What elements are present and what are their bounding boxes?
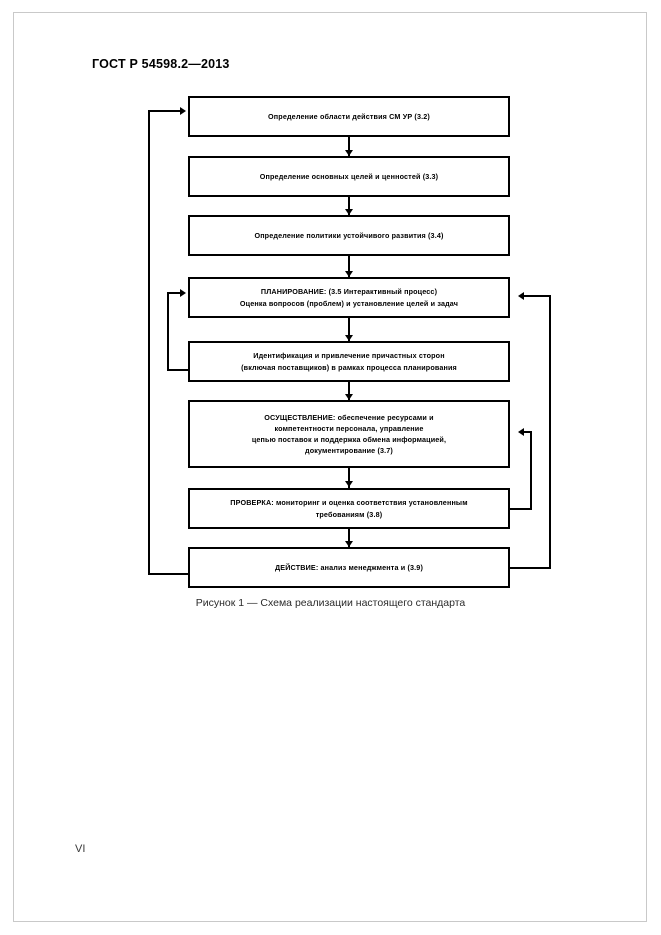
feedback-outer-left-bottom-segment (148, 573, 190, 576)
arrowhead-scope-to-goals (344, 150, 353, 156)
feedback-outer-right-vertical-segment (548, 295, 551, 569)
flow-node-scope-line-1: Определение области действия СМ УР (3.2) (268, 111, 430, 121)
flow-node-stakeholders-line-1: Идентификация и привлечение причастных с… (253, 351, 445, 361)
arrowhead-feedback-to-planning-left (180, 289, 186, 297)
flow-node-planning[interactable]: ПЛАНИРОВАНИЕ: (3.5 Интерактивный процесс… (188, 277, 510, 318)
flow-node-implementation-line-4: документирование (3.7) (305, 446, 393, 456)
figure-caption: Рисунок 1 — Схема реализации настоящего … (195, 597, 466, 609)
flow-node-planning-line-2: Оценка вопросов (проблем) и установление… (239, 298, 459, 308)
arrowhead-check-to-action (344, 541, 353, 547)
flow-node-stakeholders-line-2: (включая поставщиков) в рамках процесса … (241, 362, 457, 372)
feedback-outer-right-top-segment (524, 295, 551, 298)
flow-node-scope[interactable]: Определение области действия СМ УР (3.2) (188, 96, 510, 137)
flow-node-policy[interactable]: Определение политики устойчивого развити… (188, 215, 510, 256)
arrowhead-feedback-to-planning-right (518, 292, 524, 300)
connector-policy-to-planning (347, 256, 351, 277)
flow-node-planning-line-1: ПЛАНИРОВАНИЕ: (3.5 Интерактивный процесс… (260, 287, 438, 297)
flow-node-goals-values-line-1: Определение основных целей и ценностей (… (259, 171, 439, 181)
feedback-inner-right-vertical-segment (529, 431, 532, 510)
page-number: VI (75, 843, 86, 855)
arrowhead-policy-to-planning (344, 271, 353, 277)
arrowhead-goals-to-policy (344, 209, 353, 215)
connector-check-to-action (347, 529, 351, 547)
flow-node-implementation-line-3: цепью поставок и поддержка обмена информ… (251, 435, 447, 444)
feedback-outer-left-vertical-segment (148, 110, 151, 575)
connector-implementation-to-check (347, 468, 351, 488)
flow-node-action-line-1: ДЕЙСТВИЕ: анализ менеджмента и (3.9) (275, 562, 423, 572)
flow-node-stakeholders[interactable]: Идентификация и привлечение причастных с… (188, 341, 510, 382)
feedback-inner-right-bottom-segment (508, 508, 532, 511)
feedback-outer-left-top-segment (148, 110, 180, 113)
figure-flowchart: Определение области действия СМ УР (3.2)… (148, 96, 551, 588)
feedback-outer-right-bottom-segment (508, 567, 551, 570)
arrowhead-feedback-to-implementation (518, 428, 524, 436)
arrowhead-feedback-to-scope (180, 107, 186, 115)
arrowhead-planning-to-stakeholders (344, 335, 353, 341)
flow-node-policy-line-1: Определение политики устойчивого развити… (254, 230, 444, 240)
flow-node-check-line-1: ПРОВЕРКА: мониторинг и оценка соответств… (230, 498, 468, 508)
connector-goals-to-policy (347, 197, 351, 215)
flow-node-check[interactable]: ПРОВЕРКА: мониторинг и оценка соответств… (188, 488, 510, 529)
flow-node-implementation[interactable]: ОСУЩЕСТВЛЕНИЕ: обеспечение ресурсами и к… (188, 400, 510, 468)
flow-node-action[interactable]: ДЕЙСТВИЕ: анализ менеджмента и (3.9) (188, 547, 510, 588)
feedback-inner-left-bottom-segment (167, 369, 190, 372)
flow-node-check-line-2: требованиям (3.8) (315, 509, 383, 519)
connector-stakeholders-to-implementation (347, 382, 351, 400)
feedback-inner-left-top-segment (167, 292, 180, 295)
document-standard-number: ГОСТ Р 54598.2—2013 (92, 57, 230, 71)
flow-node-implementation-line-1: ОСУЩЕСТВЛЕНИЕ: обеспечение ресурсами и (264, 412, 434, 422)
connector-planning-to-stakeholders (347, 318, 351, 341)
feedback-inner-left-vertical-segment (167, 292, 170, 371)
feedback-inner-right-top-segment (524, 431, 532, 434)
arrowhead-implementation-to-check (344, 481, 353, 487)
connector-scope-to-goals (347, 137, 351, 156)
arrowhead-stakeholders-to-implementation (344, 394, 353, 400)
flow-node-implementation-line-2: компетентности персонала, управление (274, 423, 424, 433)
flow-node-goals-values[interactable]: Определение основных целей и ценностей (… (188, 156, 510, 197)
